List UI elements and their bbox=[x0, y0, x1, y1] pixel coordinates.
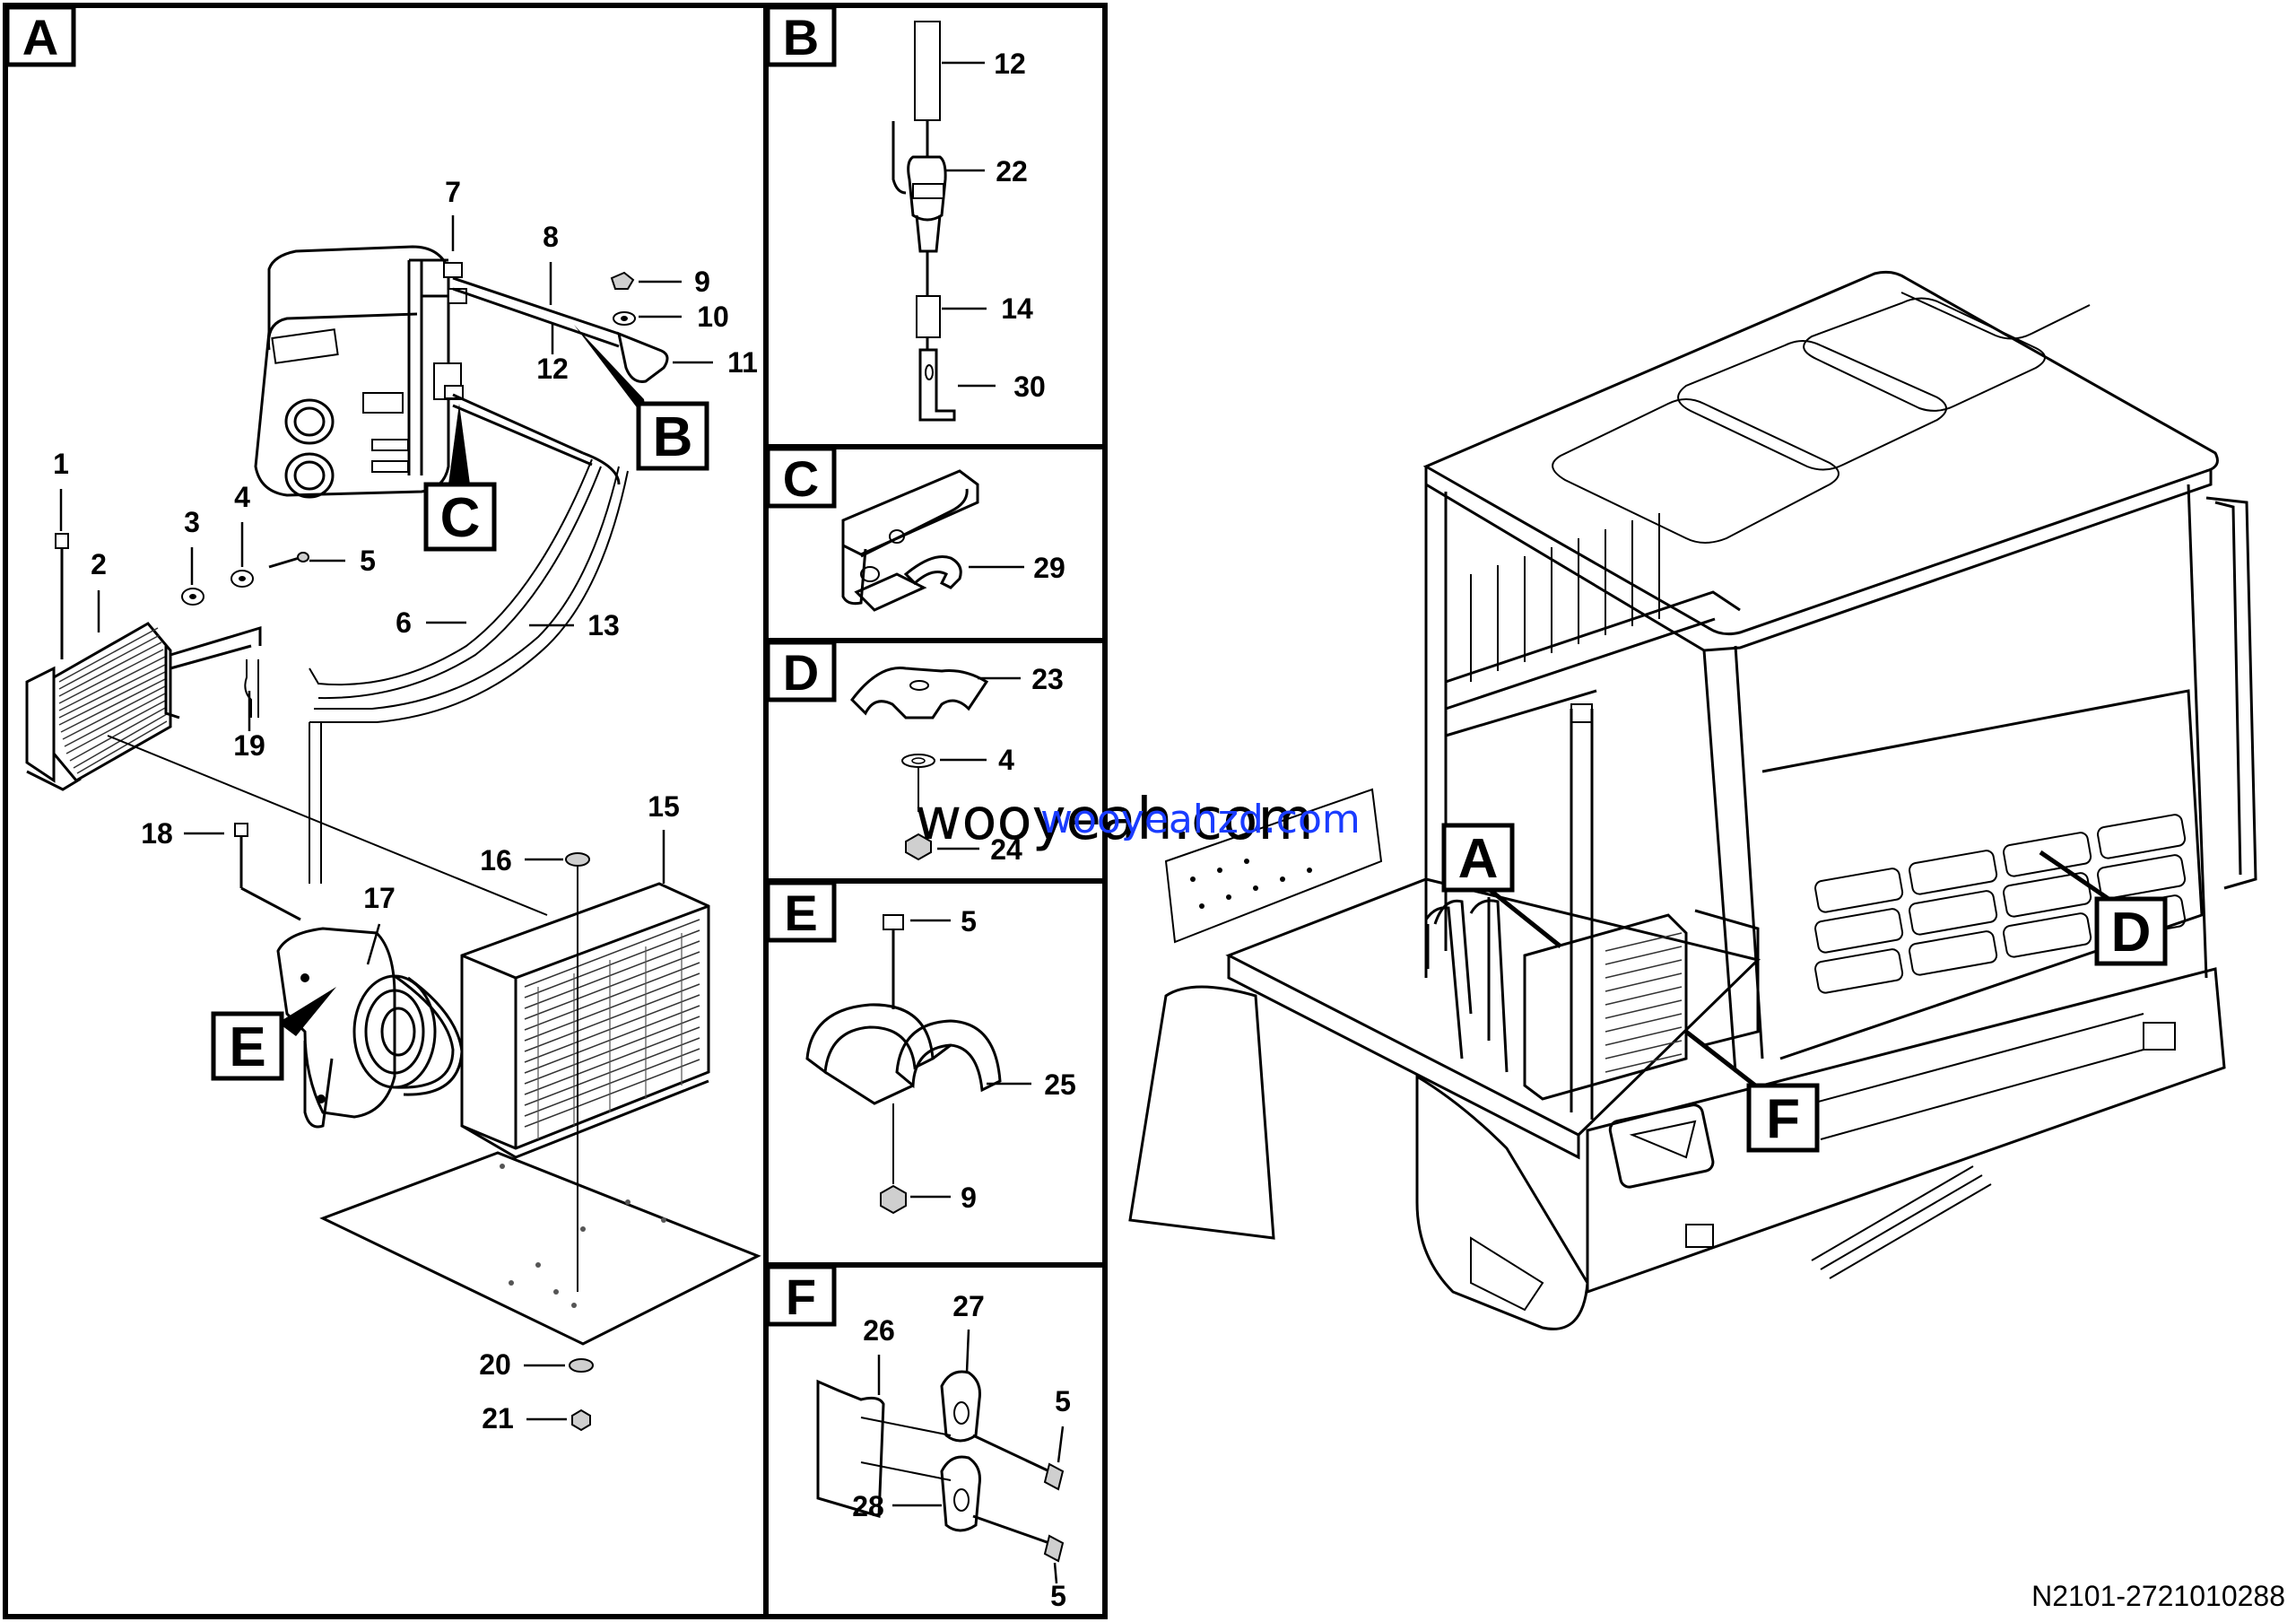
panel-a-tab bbox=[4, 4, 76, 67]
part-label-15: 15 bbox=[648, 790, 680, 823]
callout-b-box bbox=[636, 401, 709, 471]
cab-callout-a: A bbox=[1458, 828, 1499, 890]
part-label-12: 12 bbox=[536, 353, 569, 385]
panel-b-letter: B bbox=[783, 9, 819, 65]
panel-c-tab bbox=[765, 446, 837, 509]
compressor bbox=[276, 927, 464, 1129]
panel-d-tab bbox=[765, 640, 837, 702]
part-label-21: 21 bbox=[482, 1402, 514, 1435]
condenser bbox=[25, 622, 262, 791]
part-label-d-4: 4 bbox=[998, 744, 1014, 776]
panel-c-letter: C bbox=[783, 450, 819, 507]
panel-d-drawing bbox=[850, 666, 989, 861]
part-label-11: 11 bbox=[727, 346, 758, 379]
condenser-unit bbox=[460, 882, 710, 1159]
part-label-d-24: 24 bbox=[990, 833, 1022, 866]
part-label-6: 6 bbox=[396, 606, 412, 639]
panel-b-tab bbox=[765, 4, 837, 67]
part-label-b-22: 22 bbox=[996, 155, 1028, 187]
part-label-c-29: 29 bbox=[1033, 552, 1065, 584]
part-label-d-23: 23 bbox=[1031, 663, 1064, 695]
cab-callout-f: F bbox=[1766, 1088, 1800, 1150]
part-label-16: 16 bbox=[480, 844, 512, 876]
part-label-18: 18 bbox=[141, 817, 173, 850]
panel-f-labels: 26 27 5 28 5 bbox=[852, 1290, 1071, 1612]
panel-e-drawing bbox=[805, 914, 1002, 1215]
panel-frames bbox=[3, 3, 1108, 1619]
callout-e-box bbox=[211, 1011, 284, 1081]
panel-letter-tabs: A B C D E F bbox=[4, 4, 837, 1327]
panel-e-tab bbox=[765, 880, 837, 943]
panel-e-labels: 5 25 9 bbox=[910, 905, 1076, 1214]
panel-f-frame bbox=[763, 1262, 1108, 1619]
part-label-b-12: 12 bbox=[994, 48, 1026, 80]
cab-callouts: A D F bbox=[1441, 823, 2168, 1153]
panel-a-letter: A bbox=[22, 9, 58, 65]
panel-c-drawing bbox=[841, 469, 979, 612]
panel-d-labels: 23 4 24 bbox=[937, 663, 1064, 866]
part-label-2: 2 bbox=[91, 548, 107, 580]
panel-a-drawing bbox=[25, 245, 761, 1432]
part-label-19: 19 bbox=[233, 729, 265, 762]
part-label-f-28: 28 bbox=[852, 1490, 884, 1522]
part-label-f-27: 27 bbox=[952, 1290, 985, 1322]
cab-callout-a-box bbox=[1441, 823, 1515, 893]
callout-e: E bbox=[229, 1016, 265, 1078]
part-label-9: 9 bbox=[694, 266, 710, 298]
callout-c-box bbox=[423, 482, 497, 552]
panel-d-letter: D bbox=[783, 644, 819, 701]
part-label-3: 3 bbox=[184, 506, 200, 538]
part-label-f-5-top: 5 bbox=[1055, 1385, 1071, 1417]
part-label-8: 8 bbox=[543, 221, 559, 253]
panel-b-drawing bbox=[891, 21, 956, 422]
watermark-text-secondary: wooyeahzd.com bbox=[1040, 797, 1361, 842]
part-label-e-25: 25 bbox=[1044, 1068, 1076, 1101]
panel-f-drawing bbox=[816, 1370, 1065, 1563]
part-label-b-14: 14 bbox=[1001, 292, 1033, 325]
part-label-4: 4 bbox=[234, 481, 250, 513]
panel-b-labels: 12 22 14 30 bbox=[942, 48, 1046, 403]
part-label-17: 17 bbox=[363, 882, 396, 914]
part-label-5: 5 bbox=[360, 545, 376, 577]
document-id: N2101-2721010288 bbox=[2031, 1580, 2285, 1612]
panel-e-letter: E bbox=[784, 885, 817, 941]
panel-a-labels: 7 8 9 10 11 12 1 2 3 4 5 6 13 19 15 16 1… bbox=[53, 176, 758, 1435]
part-label-b-30: 30 bbox=[1013, 371, 1046, 403]
panel-f-tab bbox=[765, 1264, 837, 1327]
panel-c-labels: 29 bbox=[969, 552, 1065, 584]
cab-illustration bbox=[1128, 270, 2257, 1330]
panel-f-letter: F bbox=[786, 1269, 816, 1325]
part-label-7: 7 bbox=[445, 176, 461, 208]
cab-callout-f-box bbox=[1746, 1083, 1820, 1153]
part-label-10: 10 bbox=[697, 301, 729, 333]
part-label-e-9: 9 bbox=[961, 1182, 977, 1214]
panel-a-callouts: B C E bbox=[211, 325, 709, 1081]
part-label-e-5: 5 bbox=[961, 905, 977, 937]
part-label-f-26: 26 bbox=[863, 1314, 895, 1347]
watermark: wooyeah.com wooyeahzd.com bbox=[915, 787, 1361, 853]
watermark-text: wooyeah.com bbox=[915, 787, 1314, 853]
callout-c: C bbox=[440, 487, 481, 549]
part-label-f-5-bottom: 5 bbox=[1050, 1580, 1066, 1612]
cab-callout-d: D bbox=[2111, 902, 2152, 964]
evaporator-unit bbox=[254, 245, 450, 499]
part-label-13: 13 bbox=[587, 609, 620, 641]
cab-callout-d-box bbox=[2094, 896, 2168, 966]
callout-b: B bbox=[653, 406, 693, 468]
part-label-20: 20 bbox=[479, 1348, 511, 1381]
part-label-1: 1 bbox=[53, 448, 69, 480]
